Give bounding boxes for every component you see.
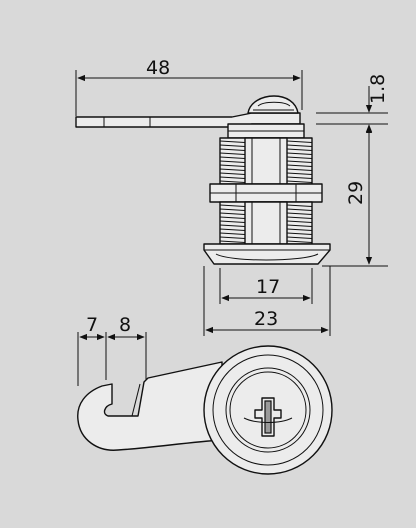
thread-line [286,152,313,155]
thread-line [219,240,246,243]
thread-line [219,156,246,159]
thread-line [219,144,246,147]
thread-line [286,228,313,231]
barrel-lower [244,201,288,245]
thread-line [219,204,246,207]
thread-line [219,148,246,151]
thread-line [219,160,246,163]
thread-line [286,160,313,163]
thread-line [286,140,313,143]
thread-line [286,208,313,211]
thread-line [286,220,313,223]
barrel-upper [244,137,288,185]
screw-head-line [257,101,291,107]
thread-lines-upper [219,140,313,183]
thread-line [286,204,313,207]
thread-line [219,232,246,235]
thread-line [286,232,313,235]
thread-line [286,144,313,147]
thread-line [219,168,246,171]
dim-label-23: 23 [254,308,278,330]
keyway-slot [264,400,272,434]
screw-head [247,95,299,114]
thread-line [219,172,246,175]
thread-lines-lower [219,204,313,243]
dim-7-8: 7 8 [77,314,147,386]
thread-line [219,176,246,179]
thread-line [219,212,246,215]
dim-23: 23 [203,266,331,336]
thread-line [286,176,313,179]
lock-body-ring [212,354,324,466]
dim-17: 17 [219,268,313,304]
thread-line [286,240,313,243]
dim-label-8: 8 [119,314,131,336]
thread-line [286,216,313,219]
flange [203,243,331,265]
thread-line [219,228,246,231]
thread-line [286,180,313,183]
thread-line [219,236,246,239]
lock-face-ring [225,367,311,453]
thread-line [286,224,313,227]
thread-line [286,168,313,171]
thread-line [286,164,313,167]
thread-line [219,220,246,223]
thread-line [219,224,246,227]
thread-line [286,172,313,175]
thread-line [219,140,246,143]
thread-line [286,156,313,159]
dim-label-7: 7 [86,314,98,336]
thread-line [286,236,313,239]
key-face-arc [243,417,293,423]
thread-line [219,180,246,183]
side-view [75,95,331,265]
flange-line [215,253,319,261]
dim-label-48: 48 [146,57,170,79]
thread-line [219,208,246,211]
dim-1-8: 1.8 [316,74,389,150]
thread-line [219,216,246,219]
front-view [77,345,333,475]
thread-line [286,212,313,215]
thread-line [219,152,246,155]
thread-line [219,164,246,167]
dim-label-1-8: 1.8 [367,74,389,104]
dim-29: 29 [322,125,388,267]
thread-line [286,148,313,151]
lock-face-ring [229,371,307,449]
hook-edge [131,383,141,417]
cam-hook [77,361,223,451]
dim-48: 48 [75,57,303,116]
dim-label-17: 17 [256,276,280,298]
dim-label-29: 29 [345,181,367,205]
